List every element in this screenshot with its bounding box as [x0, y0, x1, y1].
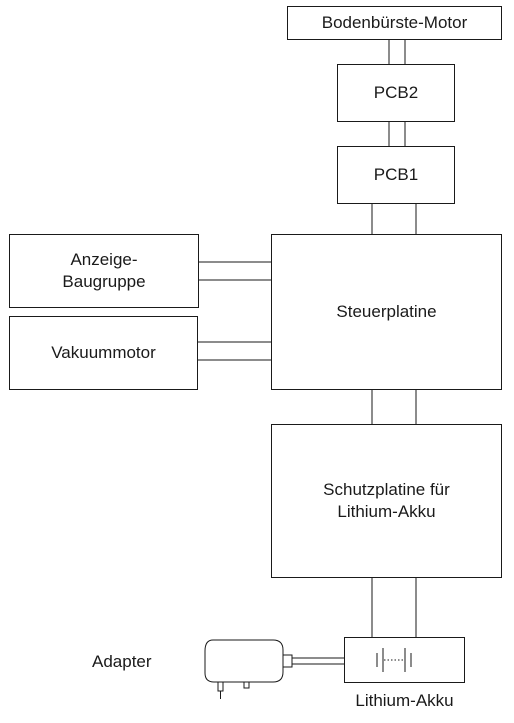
control-board-block: Steuerplatine [271, 234, 502, 390]
brush-motor-block: Bodenbürste-Motor [287, 6, 502, 40]
vacuum-motor-block: Vakuummotor [9, 316, 198, 390]
battery-block [344, 637, 465, 683]
pcb2-label: PCB2 [373, 83, 419, 102]
control-board-label: Steuerplatine [336, 302, 437, 321]
vacuum-motor-label: Vakuummotor [51, 343, 156, 362]
protection-board-block: Schutzplatine für Lithium-Akku [271, 424, 502, 578]
brush-motor-label: Bodenbürste-Motor [321, 13, 468, 32]
adapter-label: Adapter [92, 652, 152, 671]
pcb1-block: PCB1 [337, 146, 455, 204]
protection-board-label: Schutzplatine für Lithium-Akku [323, 480, 450, 521]
display-assembly-label: Anzeige- Baugruppe [62, 250, 146, 291]
power-adapter-icon [204, 639, 293, 699]
display-assembly-block: Anzeige- Baugruppe [9, 234, 199, 308]
battery-label: Lithium-Akku [355, 691, 454, 710]
pcb1-label: PCB1 [373, 165, 419, 184]
pcb2-block: PCB2 [337, 64, 455, 122]
battery-cell-icon [376, 648, 412, 672]
